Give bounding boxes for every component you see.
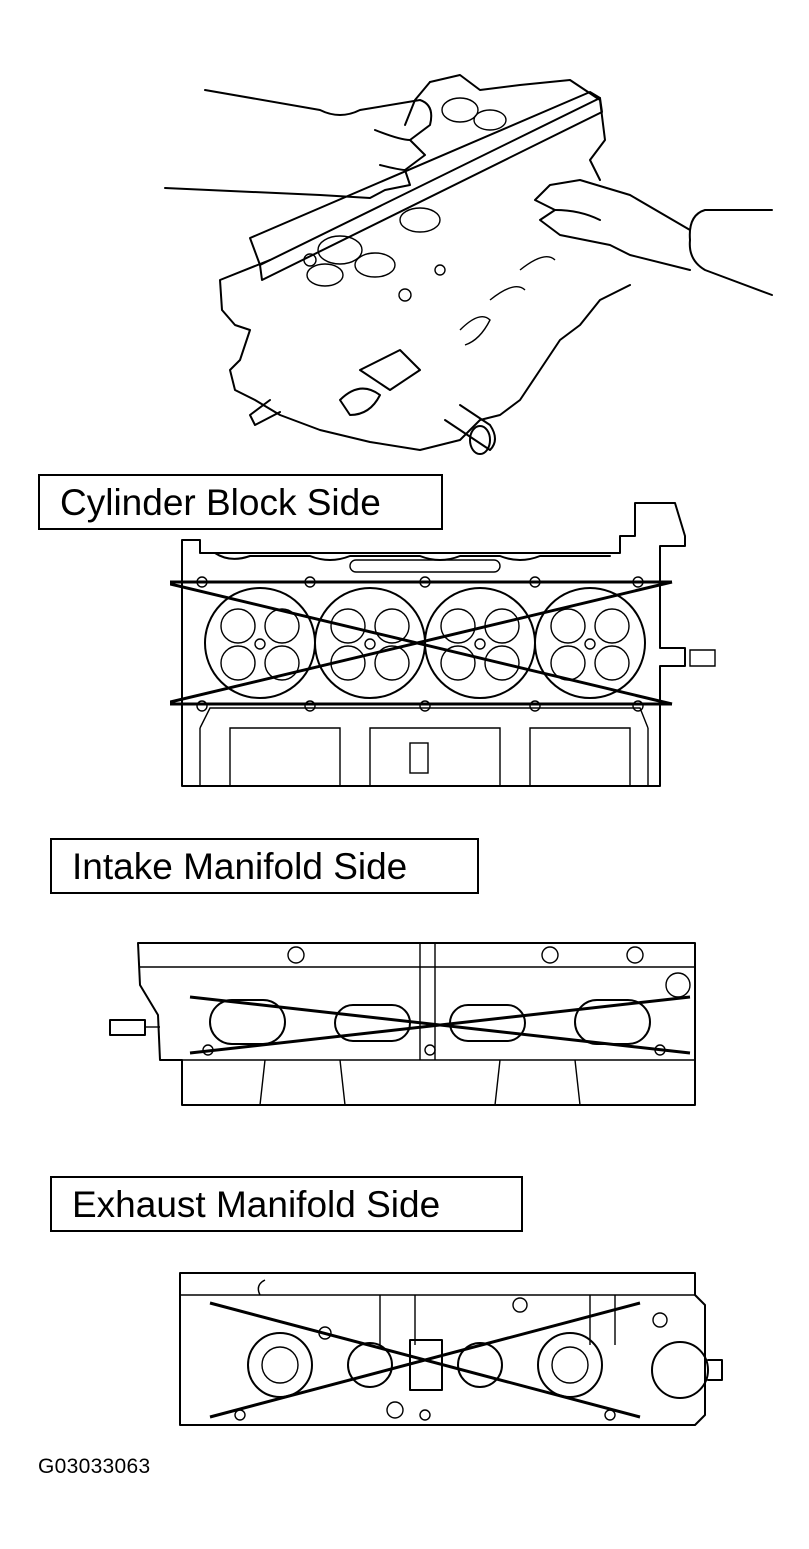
cylinder-block-side-text: Cylinder Block Side [60, 481, 381, 523]
head-outline [181, 502, 686, 787]
head-body [219, 259, 631, 451]
left-arm [164, 89, 433, 199]
combustion-chamber-3 [424, 587, 536, 699]
intake-manifold-side-svg [109, 942, 696, 1106]
straightedge [249, 91, 601, 266]
measure-line-diagonal-2 [170, 580, 673, 704]
exhaust-manifold-side-text: Exhaust Manifold Side [72, 1183, 441, 1225]
exhaust-center-boss [409, 1339, 443, 1391]
intake-manifold-side-text: Intake Manifold Side [72, 845, 408, 887]
head-straightedge-svg [164, 74, 773, 455]
exhaust-head-outline [179, 1272, 706, 1426]
intake-sensor [109, 1019, 146, 1036]
exhaust-manifold-side-view [170, 1265, 735, 1440]
combustion-chamber-4 [534, 587, 646, 699]
figure-code: G03033063 [38, 1455, 151, 1478]
exhaust-measure-diagonal-2 [209, 1301, 641, 1419]
exhaust-manifold-side-label: Exhaust Manifold Side [50, 1176, 523, 1232]
intake-measure-diagonal-2 [189, 995, 691, 1055]
exhaust-manifold-side-svg [179, 1272, 723, 1426]
cylinder-block-side-view [170, 498, 740, 790]
exhaust-outlet-flange [651, 1341, 709, 1399]
head-straightedge-illustration [160, 70, 780, 470]
cylinder-block-side-label: Cylinder Block Side [38, 474, 443, 530]
water-outlet [444, 404, 496, 451]
exhaust-ports [247, 1332, 603, 1398]
sensor-fitting [249, 399, 281, 426]
right-arm [688, 209, 773, 296]
intake-manifold-side-view [100, 935, 710, 1110]
intake-manifold-side-label: Intake Manifold Side [50, 838, 479, 894]
combustion-chamber-2 [314, 587, 426, 699]
cylinder-block-side-svg [170, 502, 716, 787]
